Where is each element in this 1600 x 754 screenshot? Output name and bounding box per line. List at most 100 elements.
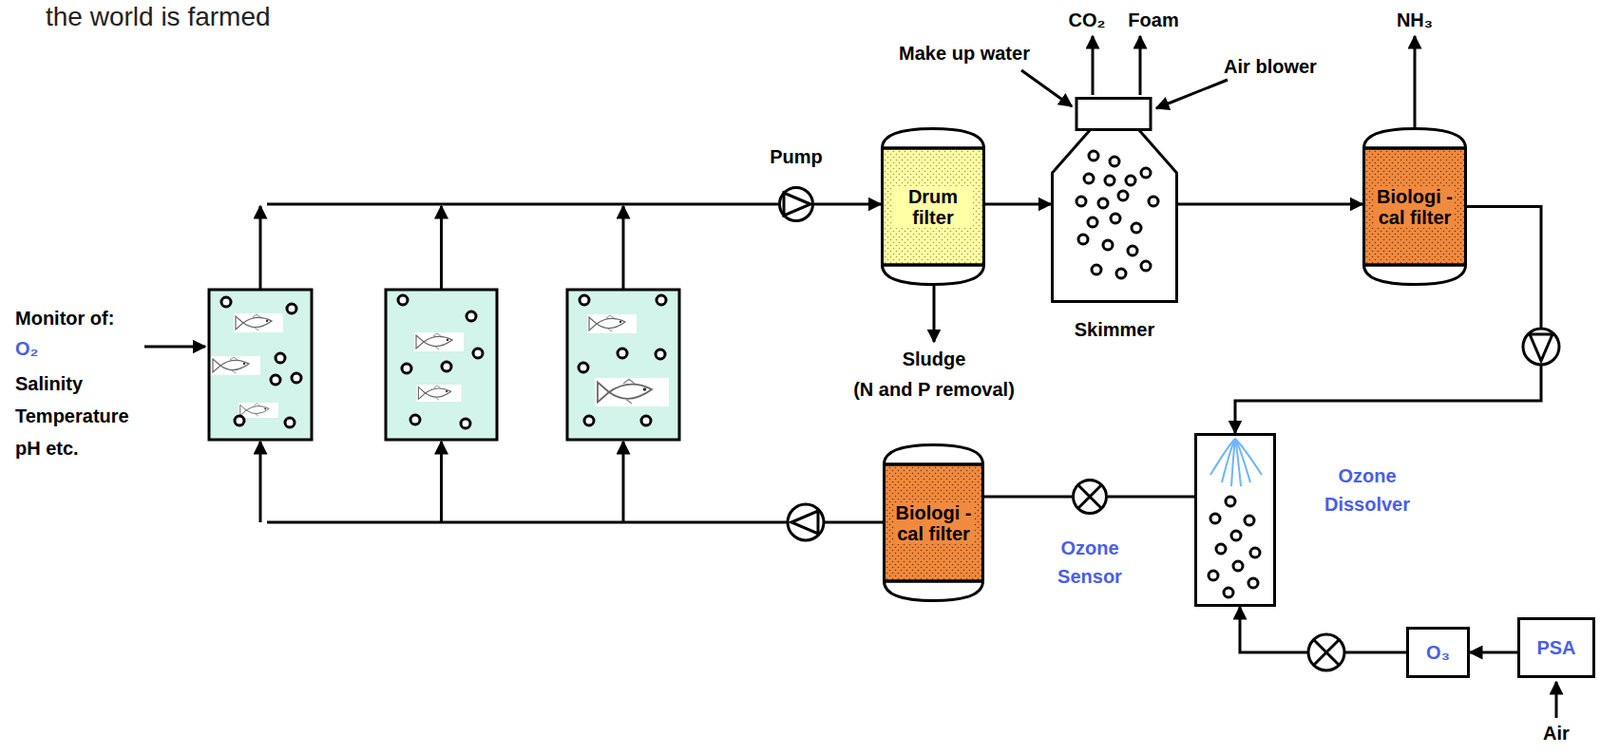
air-bubble: [1109, 156, 1120, 167]
node-outline: [1050, 96, 1179, 304]
annotation-label: pH etc.: [15, 436, 79, 461]
gas-bubble: [1248, 578, 1258, 589]
vessel-outline: [882, 129, 985, 286]
air-bubble: [1141, 261, 1151, 271]
fish-eye: [619, 321, 622, 324]
sensor-cross: [1077, 484, 1103, 510]
fish-fin: [433, 333, 441, 350]
annotation-label: Temperature: [15, 403, 130, 429]
ozone-sensor: Ozone Sensor: [1071, 478, 1108, 515]
air-bubble: [401, 363, 412, 374]
fish: [414, 332, 464, 352]
dissolver-column: [1196, 435, 1276, 607]
fish-ground: [414, 332, 464, 352]
air-bubble: [617, 348, 628, 359]
fish-ground: [238, 402, 279, 419]
annotation-label: Air: [1542, 721, 1570, 746]
fish: [233, 313, 284, 333]
ozone-spray: [1235, 438, 1251, 483]
fish-body: [416, 335, 453, 349]
fish: [417, 384, 462, 402]
fish-body: [597, 382, 652, 403]
air-bubble: [656, 295, 667, 305]
gas-bubble: [1225, 496, 1236, 507]
air-bubble: [275, 353, 286, 363]
air-bubble: [285, 418, 295, 428]
annotation-label: Sludge: [902, 346, 967, 372]
fish-eye: [643, 387, 648, 392]
fish-ground: [210, 356, 261, 376]
ozone-spray: [1231, 438, 1236, 487]
ozone-spray: [1235, 438, 1262, 476]
node-label: Ozone Dissolver: [1319, 461, 1415, 519]
air-bubble: [584, 416, 594, 426]
air-bubble: [578, 362, 589, 373]
fish-ground: [594, 378, 669, 407]
air-bubble: [1076, 196, 1086, 207]
air-bubble: [1131, 223, 1142, 233]
pump-triangle: [783, 192, 811, 216]
pump-symbol: Pump: [778, 186, 815, 223]
annotation-label: O₂: [15, 336, 39, 362]
vessel-wall: [882, 148, 985, 266]
pump-symbol: [791, 511, 819, 534]
outside-label: Skimmer: [1050, 315, 1179, 344]
gas-bubble: [1210, 514, 1220, 524]
supply-pipe: [823, 521, 883, 525]
vessel-wall: [884, 464, 984, 582]
sludge-arrow: [933, 285, 936, 343]
air-bubble: [1087, 217, 1098, 228]
fish-body: [212, 359, 249, 373]
label-holder: Biologi -cal filter: [882, 443, 985, 603]
fish-eye: [445, 390, 448, 393]
pipe-connector: [984, 495, 1072, 499]
skimmer-body: [1052, 129, 1178, 303]
fish-eye: [446, 339, 449, 342]
node-outline: [778, 186, 815, 223]
fish-tank: [567, 289, 680, 440]
node-outline: [1071, 478, 1108, 515]
label-holder: Drum filter: [880, 127, 986, 286]
ozone-spray: [1210, 438, 1236, 476]
annotation-label: (N and P removal): [853, 377, 1015, 402]
media-border: [884, 464, 984, 582]
air-bubble: [234, 416, 245, 426]
fish: [238, 402, 279, 419]
inlet-pipe: [439, 441, 443, 523]
fish: [587, 314, 637, 334]
filter-media: [1364, 148, 1467, 266]
air-bubble: [1125, 175, 1136, 186]
make-up-water-arrow: [1021, 70, 1072, 107]
air-bubble: [1091, 265, 1102, 275]
vessel-outline: [884, 445, 984, 602]
skimmer-vessel: Skimmer: [1050, 96, 1179, 304]
fish-fin: [252, 314, 261, 331]
fish-fin: [229, 357, 238, 374]
air-bubble: [1098, 198, 1108, 209]
outlet-pipe: [622, 206, 626, 290]
node-label: PSA: [1534, 637, 1578, 659]
pipe-connector: [1178, 203, 1363, 207]
annotation-label: Monitor of:: [15, 305, 115, 331]
unit-box: [1519, 619, 1595, 678]
fish-body: [589, 317, 626, 331]
fish-ground: [587, 314, 637, 334]
fish: [594, 378, 669, 407]
air-bubble: [1084, 173, 1094, 184]
pump-symbol: [787, 504, 824, 541]
drum-filter: Drum filter: [880, 127, 986, 286]
fish: [210, 356, 261, 376]
fish-body: [240, 404, 269, 416]
outlet-pipe: [439, 206, 443, 290]
ozone-dissolver: Ozone Dissolver: [1194, 433, 1277, 608]
annotation-label: Foam: [1127, 7, 1179, 33]
air-bubble: [1078, 234, 1088, 245]
air-bubble: [1141, 168, 1151, 178]
monitor-arrow: [144, 345, 206, 349]
label-holder: PSA: [1517, 617, 1596, 679]
air-bubble: [291, 373, 302, 383]
air-bubble: [473, 348, 483, 359]
node-label: O₃: [1424, 642, 1452, 664]
air-bubble: [1104, 175, 1115, 186]
fish-body: [418, 387, 451, 400]
